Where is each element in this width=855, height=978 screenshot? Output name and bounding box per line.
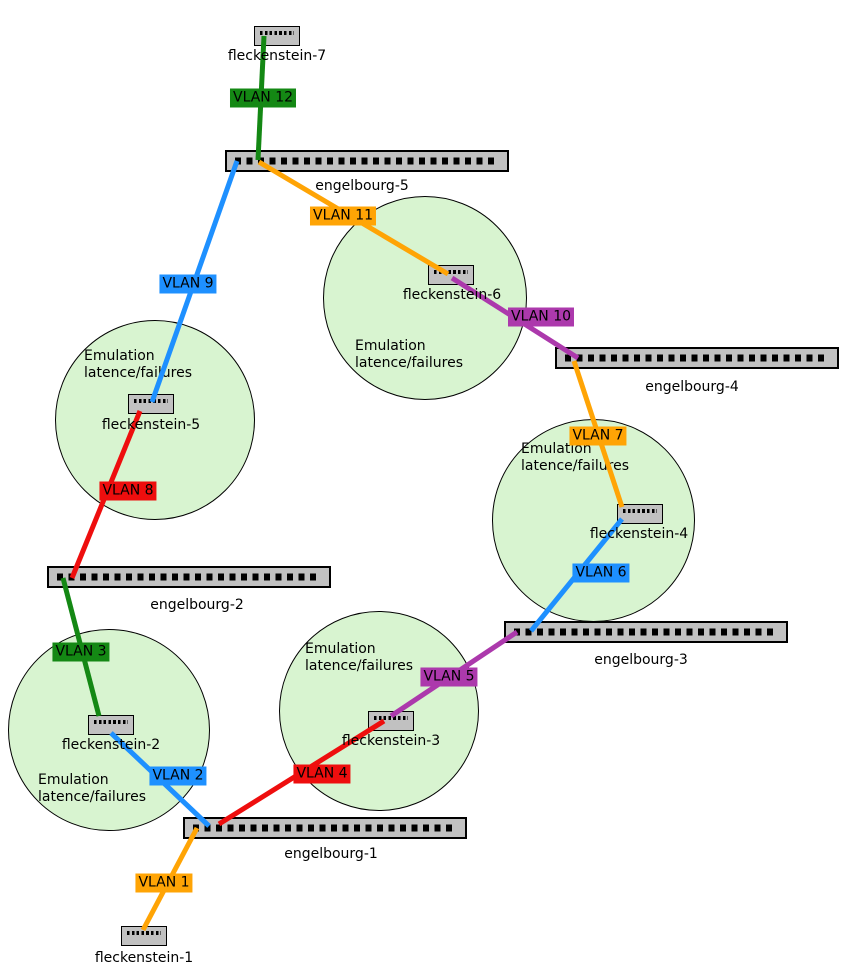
emulation-zone-text-line1: Emulation (38, 772, 109, 788)
emulation-zone-text-line2: latence/failures (305, 657, 413, 674)
switch-engelbourg-4[interactable] (555, 347, 839, 369)
host-label: fleckenstein-6 (402, 287, 502, 303)
host-fleckenstein-2[interactable] (88, 715, 134, 735)
switch-engelbourg-2[interactable] (47, 566, 331, 588)
host-fleckenstein-4[interactable] (617, 504, 663, 524)
vlan-8-label: VLAN 8 (99, 481, 157, 501)
switch-label: engelbourg-2 (150, 597, 244, 613)
emulation-zone-text: Emulation latence/failures (38, 772, 146, 805)
host-fleckenstein-5[interactable] (128, 394, 174, 414)
switch-label: engelbourg-4 (645, 379, 739, 395)
switch-label: engelbourg-1 (284, 846, 378, 862)
host-label: fleckenstein-7 (227, 48, 327, 64)
host-label: fleckenstein-2 (61, 737, 161, 753)
emulation-zone-text-line2: latence/failures (521, 457, 629, 474)
vlan-3-label: VLAN 3 (52, 642, 110, 662)
emulation-zone-text: Emulation latence/failures (355, 338, 463, 371)
switch-engelbourg-5[interactable] (225, 150, 509, 172)
emulation-zone-text: Emulation latence/failures (521, 441, 629, 474)
vlan-1-label: VLAN 1 (135, 873, 193, 893)
vlan-2-label: VLAN 2 (149, 766, 207, 786)
switch-label: engelbourg-3 (594, 652, 688, 668)
emulation-zone-text-line1: Emulation (305, 641, 376, 657)
host-label: fleckenstein-1 (94, 950, 194, 966)
emulation-zone-text: Emulation latence/failures (84, 348, 192, 381)
host-label: fleckenstein-5 (101, 417, 201, 433)
vlan-5-label: VLAN 5 (420, 667, 478, 687)
host-label: fleckenstein-3 (341, 733, 441, 749)
switch-engelbourg-1[interactable] (183, 817, 467, 839)
vlan-10-label: VLAN 10 (507, 307, 575, 327)
host-fleckenstein-1[interactable] (121, 926, 167, 946)
emulation-zone-text-line2: latence/failures (355, 354, 463, 371)
host-fleckenstein-7[interactable] (254, 26, 300, 46)
vlan-11-label: VLAN 11 (309, 206, 377, 226)
switch-engelbourg-3[interactable] (504, 621, 788, 643)
vlan-6-label: VLAN 6 (572, 563, 630, 583)
emulation-zone-text-line2: latence/failures (84, 364, 192, 381)
vlan-12-label: VLAN 12 (229, 88, 297, 108)
host-fleckenstein-3[interactable] (368, 711, 414, 731)
vlan-4-label: VLAN 4 (293, 764, 351, 784)
emulation-zone-text-line1: Emulation (84, 348, 155, 364)
emulation-zone-text-line2: latence/failures (38, 788, 146, 805)
emulation-zone-text: Emulation latence/failures (305, 641, 413, 674)
vlan-9-label: VLAN 9 (159, 274, 217, 294)
host-fleckenstein-6[interactable] (428, 265, 474, 285)
vlan-7-label: VLAN 7 (569, 426, 627, 446)
switch-label: engelbourg-5 (315, 178, 409, 194)
emulation-zone-text-line1: Emulation (355, 338, 426, 354)
host-label: fleckenstein-4 (589, 526, 689, 542)
